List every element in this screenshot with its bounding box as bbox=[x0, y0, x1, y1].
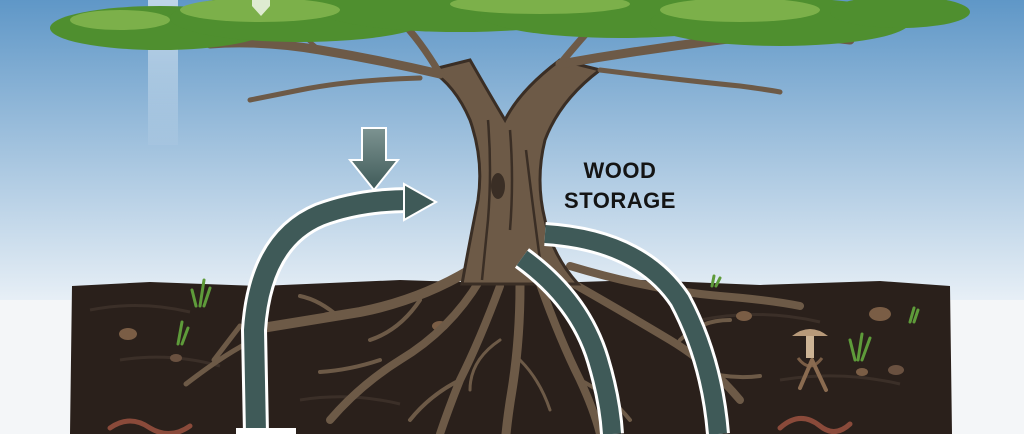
downward-flow-arrow-right bbox=[544, 222, 730, 434]
pebble bbox=[119, 328, 137, 340]
trunk-knot bbox=[491, 173, 505, 199]
pebble bbox=[856, 368, 868, 376]
wood-storage-label: WOOD STORAGE bbox=[540, 156, 700, 216]
grass-sprout bbox=[710, 274, 722, 288]
earthworm bbox=[107, 418, 193, 434]
grass-sprout bbox=[848, 332, 872, 362]
carbon-input-down-arrow bbox=[347, 127, 401, 192]
sunlight-down-arrow-small bbox=[252, 0, 270, 16]
grass-sprout bbox=[190, 278, 212, 308]
tree-trunk bbox=[426, 58, 604, 286]
pebble bbox=[736, 311, 752, 321]
pebble bbox=[869, 307, 891, 321]
wood-storage-label-line2: STORAGE bbox=[564, 188, 676, 213]
pebble bbox=[888, 365, 904, 375]
tree-canopy bbox=[50, 0, 970, 50]
upward-flow-arrow bbox=[240, 182, 439, 434]
grass-sprout bbox=[908, 306, 920, 324]
soil-texture bbox=[89, 303, 901, 406]
pebble bbox=[170, 354, 182, 362]
mushroom bbox=[792, 329, 828, 392]
bark-texture bbox=[480, 119, 542, 281]
grass-sprout bbox=[176, 320, 190, 346]
earthworm bbox=[777, 416, 853, 434]
downward-flow-arrow-left bbox=[514, 248, 624, 434]
wood-storage-label-line1: WOOD bbox=[583, 158, 657, 183]
arrow-base-cap bbox=[236, 428, 296, 434]
